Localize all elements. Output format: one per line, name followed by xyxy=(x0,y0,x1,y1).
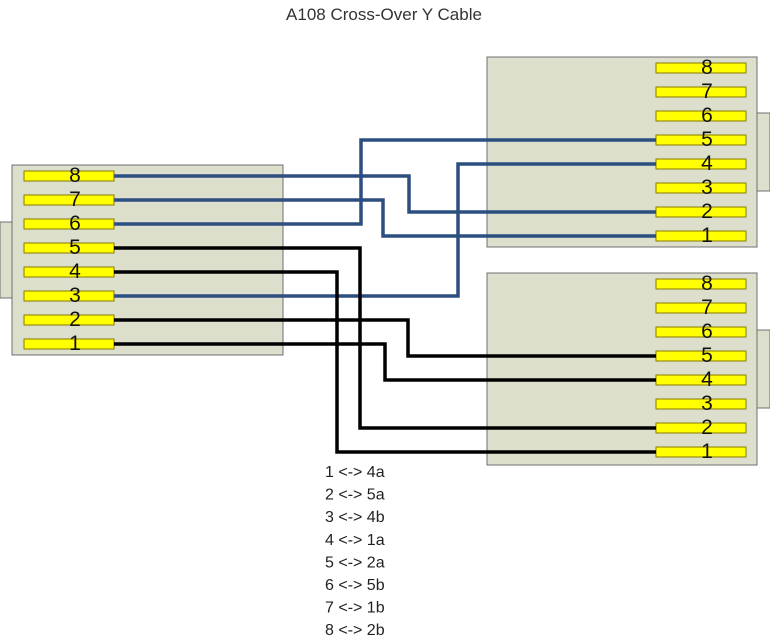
mapping-line: 4 <-> 1a xyxy=(325,532,385,549)
diagram-title: A108 Cross-Over Y Cable xyxy=(286,5,482,24)
wire-2-to-5a xyxy=(114,318,656,358)
right-bottom-pin-label: 5 xyxy=(701,344,713,367)
left-pin-label: 6 xyxy=(69,212,81,235)
right-bottom-pin-8 xyxy=(655,278,747,290)
right-top-pin-3 xyxy=(655,182,747,194)
wire-4-to-1a xyxy=(114,270,656,454)
right-bottom-pin-label: 3 xyxy=(701,392,713,415)
right-top-pin-label: 3 xyxy=(701,176,713,199)
mapping-line: 6 <-> 5b xyxy=(325,577,385,594)
mapping-line: 7 <-> 1b xyxy=(325,600,385,617)
wire-6-to-5b xyxy=(114,138,656,226)
right-bottom-pin-3 xyxy=(655,398,747,410)
left-pin-label: 8 xyxy=(69,164,81,187)
mapping-line: 8 <-> 2b xyxy=(325,622,385,639)
right-bottom-pin-7 xyxy=(655,302,747,314)
wire-8-to-2b xyxy=(114,174,656,214)
right-top-pin-label: 5 xyxy=(701,128,713,151)
right-top-pin-label: 1 xyxy=(701,224,713,247)
right-top-pin-6 xyxy=(655,110,747,122)
wire-7-to-1b xyxy=(114,198,656,238)
right-top-pin-label: 8 xyxy=(701,56,713,79)
mapping-line: 1 <-> 4a xyxy=(325,464,385,481)
pin-mapping-list: 1 <-> 4a 2 <-> 5a 3 <-> 4b 4 <-> 1a 5 <-> 2a… xyxy=(325,464,385,639)
mapping-line: 5 <-> 2a xyxy=(325,554,385,571)
right-bottom-pin-label: 6 xyxy=(701,320,713,343)
wires xyxy=(114,138,656,454)
left-connector-tab xyxy=(0,221,13,299)
right-bottom-pin-label: 4 xyxy=(701,368,713,391)
left-pin-label: 5 xyxy=(69,236,81,259)
wire-3-to-4b xyxy=(114,162,656,298)
right-top-pin-8 xyxy=(655,62,747,74)
right-top-pin-label: 2 xyxy=(701,200,713,223)
right-bottom-pin-6 xyxy=(655,326,747,338)
left-connector-body xyxy=(11,164,284,356)
right-bottom-pin-label: 8 xyxy=(701,272,713,295)
wire-5-to-2a xyxy=(114,246,656,430)
left-pin-label: 3 xyxy=(69,284,81,307)
left-pin-label: 1 xyxy=(69,332,81,355)
mapping-line: 3 <-> 4b xyxy=(325,509,385,526)
left-pin-label: 2 xyxy=(69,308,81,331)
right-bottom-pin-label: 2 xyxy=(701,416,713,439)
right-bottom-pin-label: 1 xyxy=(701,440,713,463)
left-pin-label: 7 xyxy=(69,188,81,211)
right-bottom-connector-body xyxy=(486,272,758,466)
right-bottom-pin-label: 7 xyxy=(701,296,713,319)
mapping-line: 2 <-> 5a xyxy=(325,487,385,504)
right-top-pin-7 xyxy=(655,86,747,98)
right-top-connector-body xyxy=(486,56,758,248)
wire-1-to-4a xyxy=(114,342,656,382)
right-top-pin-label: 6 xyxy=(701,104,713,127)
right-top-pin-label: 4 xyxy=(701,152,713,175)
left-pin-label: 4 xyxy=(69,260,81,283)
right-top-connector-tab xyxy=(756,112,770,192)
right-bottom-connector-tab xyxy=(756,329,770,409)
right-top-pin-label: 7 xyxy=(701,80,713,103)
